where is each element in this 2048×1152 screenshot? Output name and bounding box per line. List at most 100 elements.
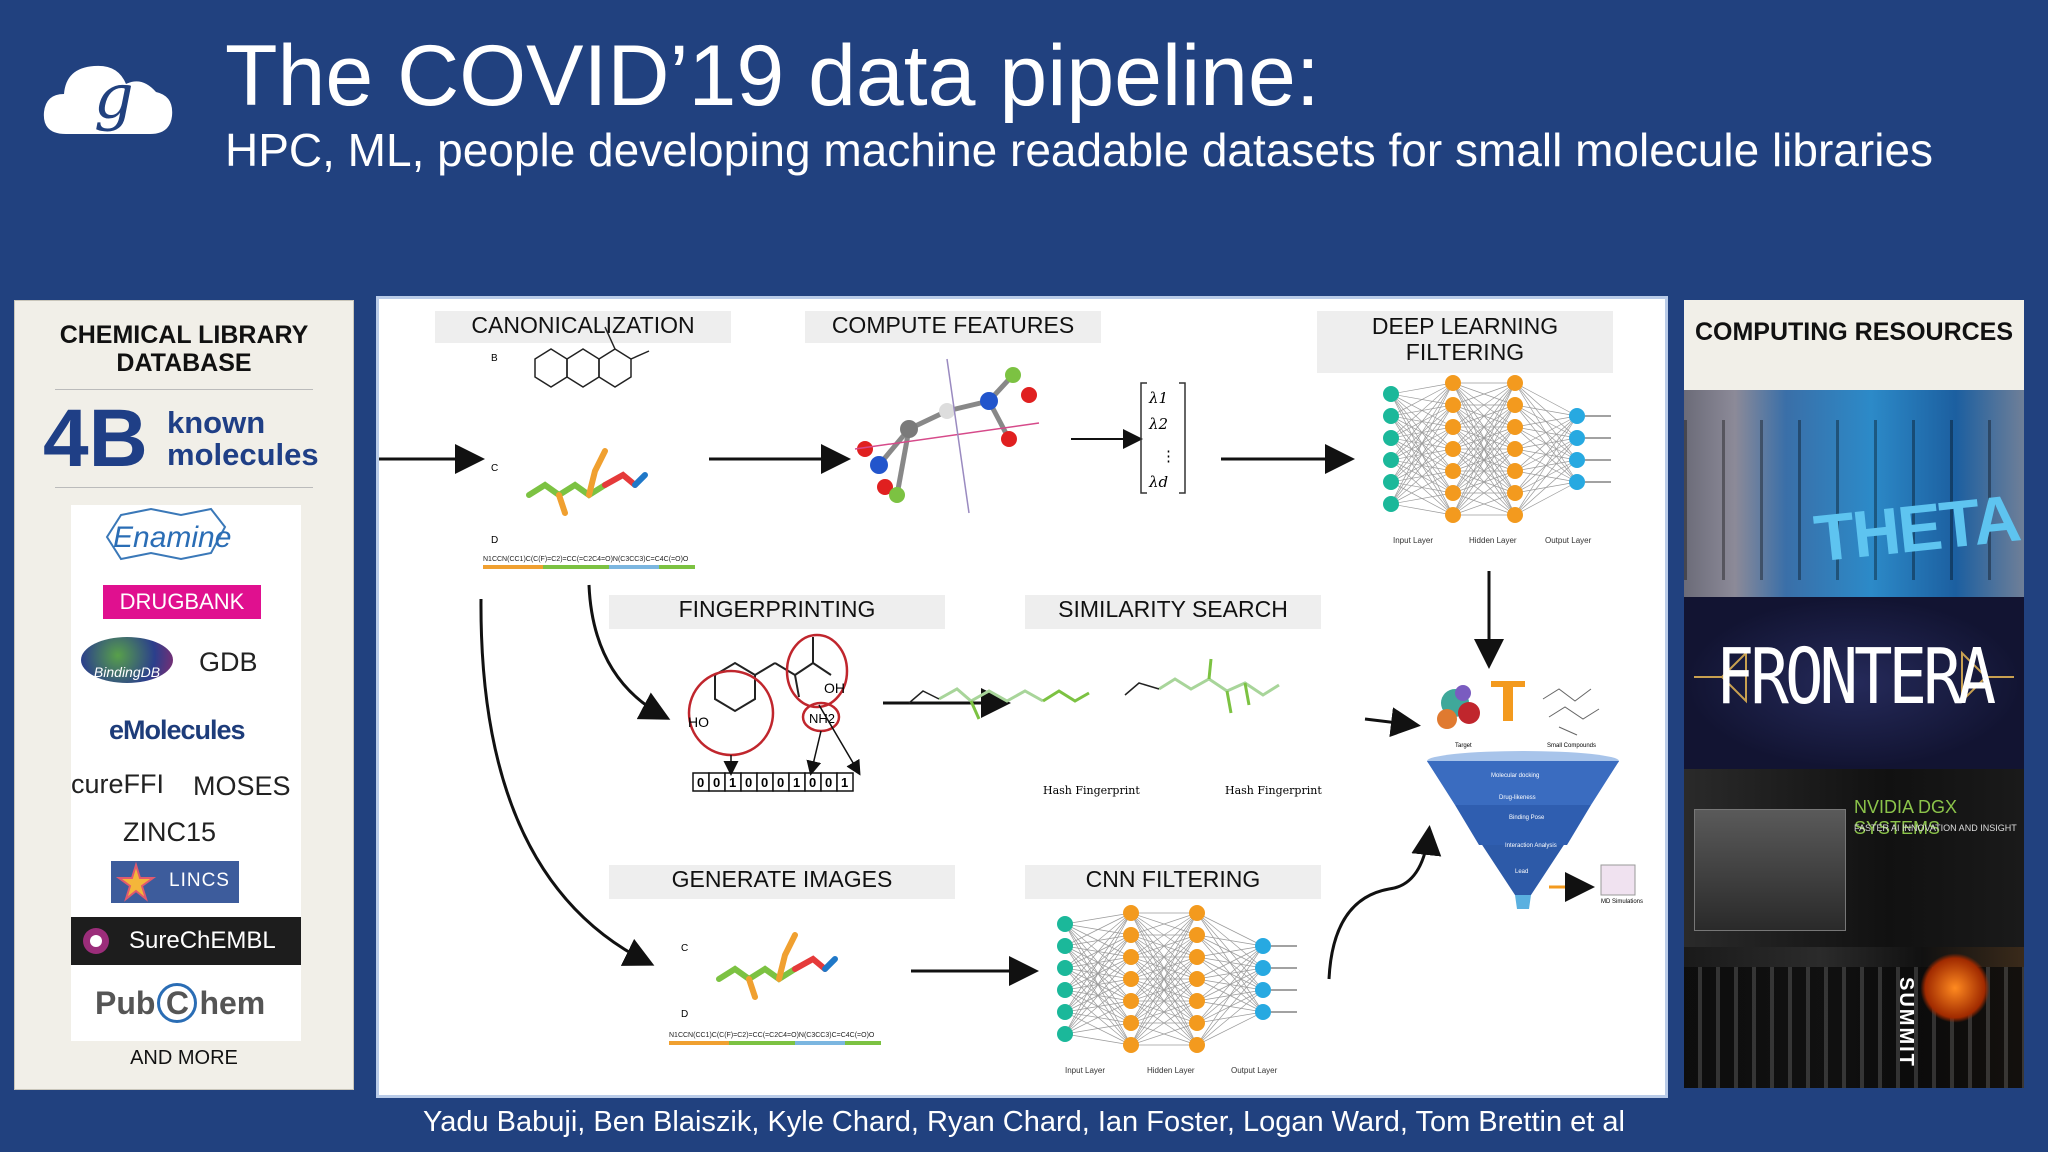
nn-edge <box>1390 382 1454 395</box>
bindingdb-logo: BindingDB <box>81 637 173 683</box>
nn-node <box>1445 397 1461 413</box>
pubchem-c: C <box>157 983 198 1023</box>
nvidia-dgx-label: NVIDIA DGX SYSTEMS <box>1854 797 1958 838</box>
smiles-bar-2 <box>669 1041 881 1045</box>
hidden-layer-label: Hidden Layer <box>1147 1066 1195 1075</box>
nn-edge <box>1064 912 1132 991</box>
small-compounds-label: Small Compounds <box>1547 743 1596 749</box>
nn-node <box>1383 430 1399 446</box>
label-c-2: C <box>681 943 688 954</box>
nn-node <box>1445 507 1461 523</box>
nn-edge <box>1390 448 1454 505</box>
nn-edge <box>1514 415 1578 494</box>
fingerprint-molecule <box>714 637 832 713</box>
smiles-bar-segment <box>483 565 543 569</box>
nvidia-dgx-sublabel: FASTER AI INNOVATION AND INSIGHT <box>1854 823 2017 833</box>
nn-node <box>1123 993 1139 1009</box>
vector-dots: ⋮ <box>1161 448 1176 465</box>
nn-edge <box>1064 912 1132 925</box>
divider <box>55 389 313 390</box>
hash-fingerprint-label: Hash Fingerprint <box>1043 784 1140 797</box>
nn-edge <box>1196 912 1264 947</box>
funnel-stage: Binding Pose <box>1509 815 1545 821</box>
output-layer-label: Output Layer <box>1545 536 1592 545</box>
nn-node <box>1123 971 1139 987</box>
moses-label: MOSES <box>193 771 291 801</box>
nn-edge <box>1514 415 1578 472</box>
smiles-bar-segment <box>795 1041 845 1045</box>
nn-edge <box>1452 382 1516 494</box>
nn-edge <box>1196 967 1264 1046</box>
zinc15-label: ZINC15 <box>123 817 217 847</box>
arrow-similarity-to-docking <box>1364 707 1421 738</box>
nn-edge <box>1390 404 1454 505</box>
surechembl-logo: SureChEMBL <box>71 917 301 965</box>
nn-node <box>1255 1004 1271 1020</box>
nn-edge <box>1452 492 1516 516</box>
nn-node <box>1569 430 1585 446</box>
nn-node <box>1445 441 1461 457</box>
theta-supercomputer-photo: THETA <box>1684 390 2024 597</box>
nn-edge <box>1196 945 1264 980</box>
summit-label: SUMMIT <box>1895 977 1917 1068</box>
highlight-phenol <box>687 669 775 757</box>
similarity-molecule-2 <box>1124 658 1280 714</box>
fingerprint-bit-value: 1 <box>793 775 800 790</box>
funnel-stage: Interaction Analysis <box>1505 843 1557 849</box>
nn-node <box>1507 463 1523 479</box>
enamine-text: Enamine <box>113 521 231 554</box>
arrow-cnn-to-docking <box>1327 825 1442 980</box>
nn-edge <box>1514 382 1578 417</box>
chemical-library-heading: CHEMICAL LIBRARY DATABASE <box>59 321 309 377</box>
canonical-molecule-3d <box>526 448 648 516</box>
nn-node <box>1255 982 1271 998</box>
computing-resources-heading: COMPUTING RESOURCES <box>1694 318 2014 346</box>
nn-edge <box>1514 404 1578 417</box>
credits: Yadu Babuji, Ben Blaiszik, Kyle Chard, R… <box>423 1106 1625 1138</box>
docking-t-icon <box>1491 681 1525 721</box>
nn-edge <box>1064 912 1132 1035</box>
nn-edge <box>1452 404 1516 516</box>
nn-node <box>1255 960 1271 976</box>
nn-edge <box>1452 448 1516 516</box>
page-title: The COVID’19 data pipeline: <box>225 28 1320 124</box>
smiles-string: N1CCN(CC1)C(C(F)=C2)=CC(=C2C4=O)N(C3CC3)… <box>483 556 689 563</box>
nn-edge <box>1514 459 1578 516</box>
nn-edge <box>1196 1011 1264 1046</box>
nn-edge <box>1452 470 1516 516</box>
cnn-network <box>1057 905 1297 1053</box>
label-c: C <box>491 463 498 474</box>
nn-node <box>1189 1037 1205 1053</box>
feature-molecule-3d <box>854 358 1040 514</box>
nn-node <box>1057 982 1073 998</box>
lincs-star-icon <box>115 861 157 902</box>
nn-node <box>1189 1015 1205 1031</box>
nn-edge <box>1130 956 1198 1046</box>
nn-edge <box>1452 382 1516 428</box>
computing-resources-panel: COMPUTING RESOURCES THETA FRONTERA NVIDI… <box>1684 300 2024 1088</box>
theta-rack-stripes <box>1684 420 2024 580</box>
nn-node <box>1189 927 1205 943</box>
md-simulation-image <box>1600 864 1636 896</box>
lincs-logo: LINCS <box>111 861 239 903</box>
nn-node <box>1123 1037 1139 1053</box>
nn-edge <box>1130 912 1198 1002</box>
summit-orange-glow <box>1920 953 1990 1023</box>
nn-node <box>1569 408 1585 424</box>
arrow-to-fingerprint <box>587 584 671 720</box>
nn-edge <box>1196 945 1264 1046</box>
page-subtitle: HPC, ML, people developing machine reada… <box>225 124 1933 176</box>
target-label: Target <box>1455 743 1472 749</box>
nn-node <box>1123 905 1139 921</box>
surechembl-icon <box>83 928 109 954</box>
pubchem-text-right: hem <box>199 985 266 1021</box>
nn-node <box>1383 452 1399 468</box>
funnel-stage: Drug-likeness <box>1499 795 1536 801</box>
nn-edge <box>1390 503 1454 516</box>
nn-edge <box>1514 415 1578 516</box>
docking-funnel <box>1427 751 1619 909</box>
nn-edge <box>1452 382 1516 406</box>
lambda-1: λ1 <box>1148 389 1168 407</box>
nn-edge <box>1390 382 1454 417</box>
nn-node <box>1189 971 1205 987</box>
